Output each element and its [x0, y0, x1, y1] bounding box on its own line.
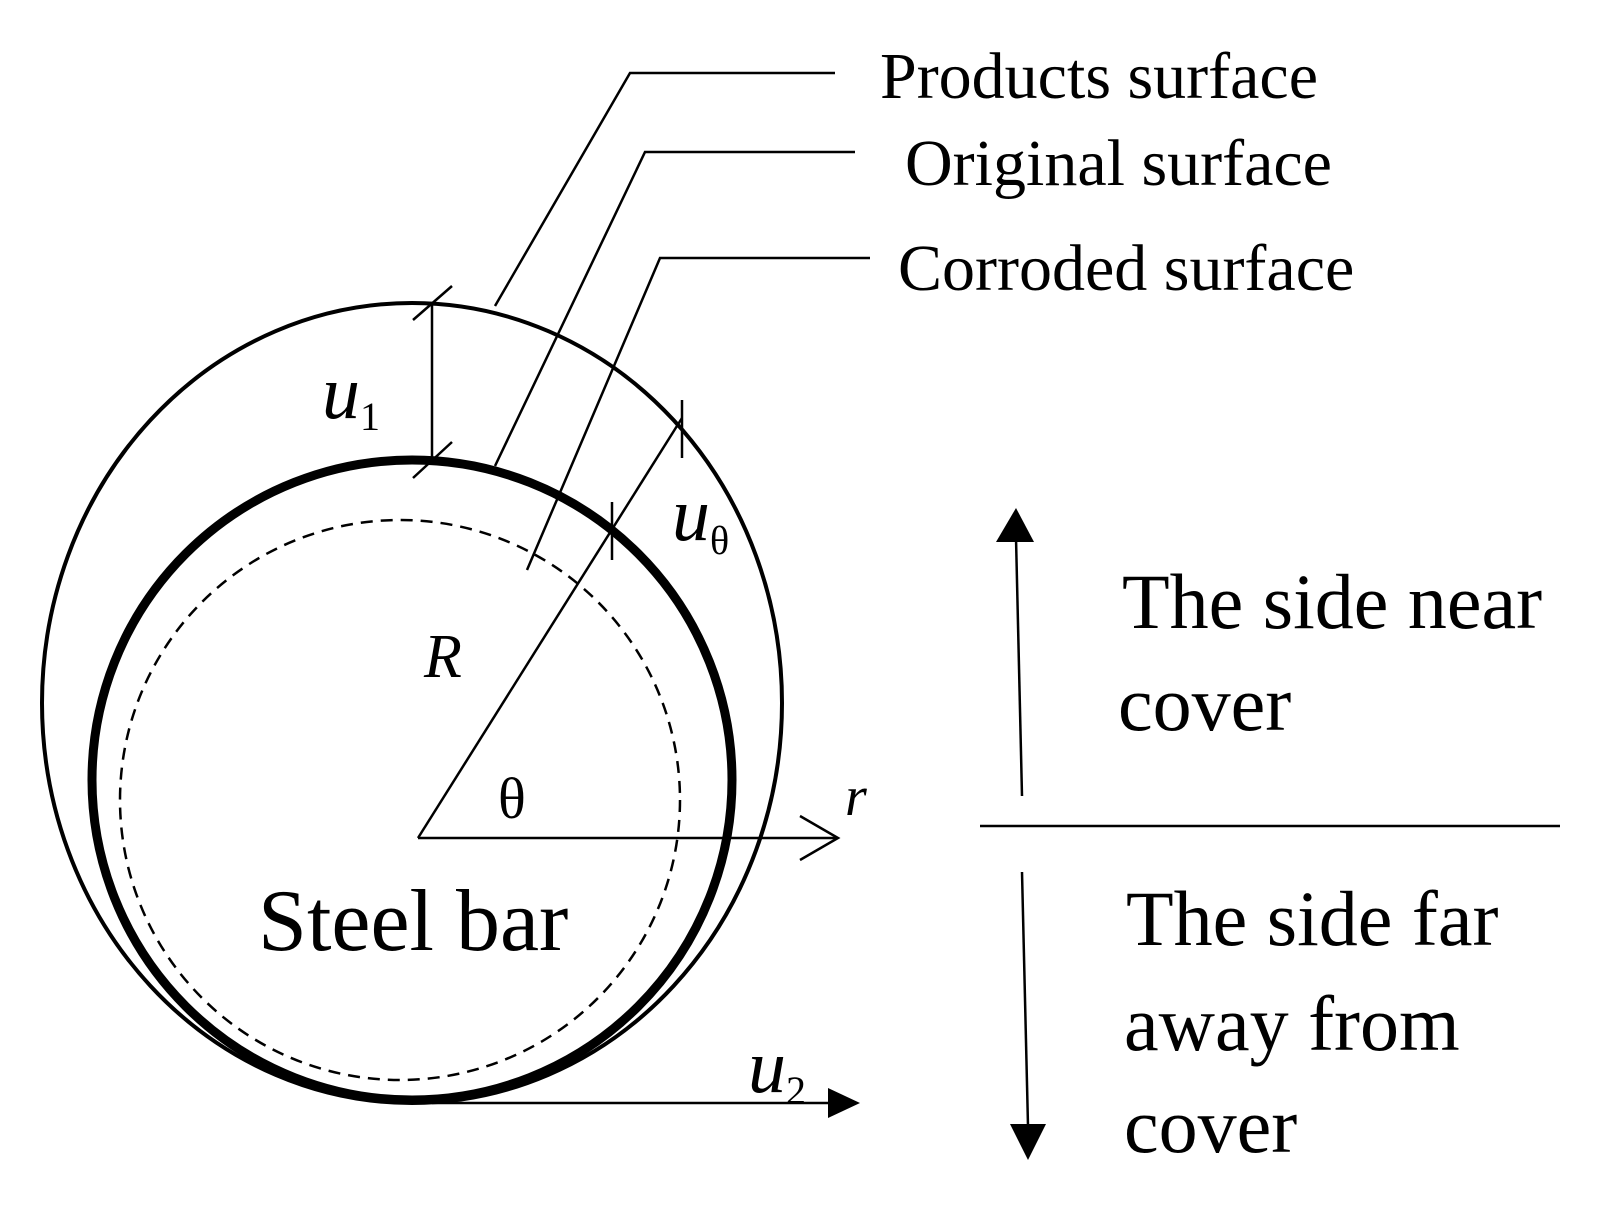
- u2-arrowhead: [828, 1088, 860, 1118]
- near-cover-arrowhead: [996, 508, 1034, 542]
- u-theta-label: uθ: [672, 473, 729, 563]
- u1-tick-bottom: [412, 441, 453, 479]
- theta-label: θ: [498, 766, 526, 831]
- far-cover-label-line2: away from: [1124, 980, 1460, 1067]
- corroded-surface-leader: [525, 256, 870, 571]
- r-axis-label: r: [845, 766, 867, 828]
- original-surface-label: Original surface: [905, 127, 1332, 200]
- radius-label: R: [423, 623, 462, 691]
- far-cover-label-line3: cover: [1124, 1082, 1297, 1169]
- products-surface-label: Products surface: [880, 40, 1318, 113]
- radius-line: [416, 417, 684, 839]
- corroded-surface-label: Corroded surface: [898, 232, 1354, 305]
- near-cover-label-line1: The side near: [1122, 558, 1542, 645]
- u1-label: u1: [322, 351, 380, 439]
- original-surface-outline: [87, 455, 737, 1105]
- far-cover-arrowhead: [1010, 1124, 1046, 1160]
- near-cover-label-line2: cover: [1118, 660, 1291, 747]
- original-surface-leader: [493, 150, 855, 467]
- steel-bar-label: Steel bar: [258, 873, 568, 970]
- corroded-surface-outline: [118, 518, 682, 1082]
- far-cover-arrow-shaft: [1020, 871, 1030, 1127]
- r-axis-arrowhead: [799, 814, 841, 862]
- u1-tick-top: [412, 285, 453, 321]
- near-cover-arrow-shaft: [1014, 537, 1024, 797]
- products-surface-leader: [493, 71, 835, 307]
- far-cover-label-line1: The side far: [1126, 875, 1499, 962]
- u2-label: u2: [748, 1025, 806, 1113]
- products-surface-outline: [40, 301, 784, 1105]
